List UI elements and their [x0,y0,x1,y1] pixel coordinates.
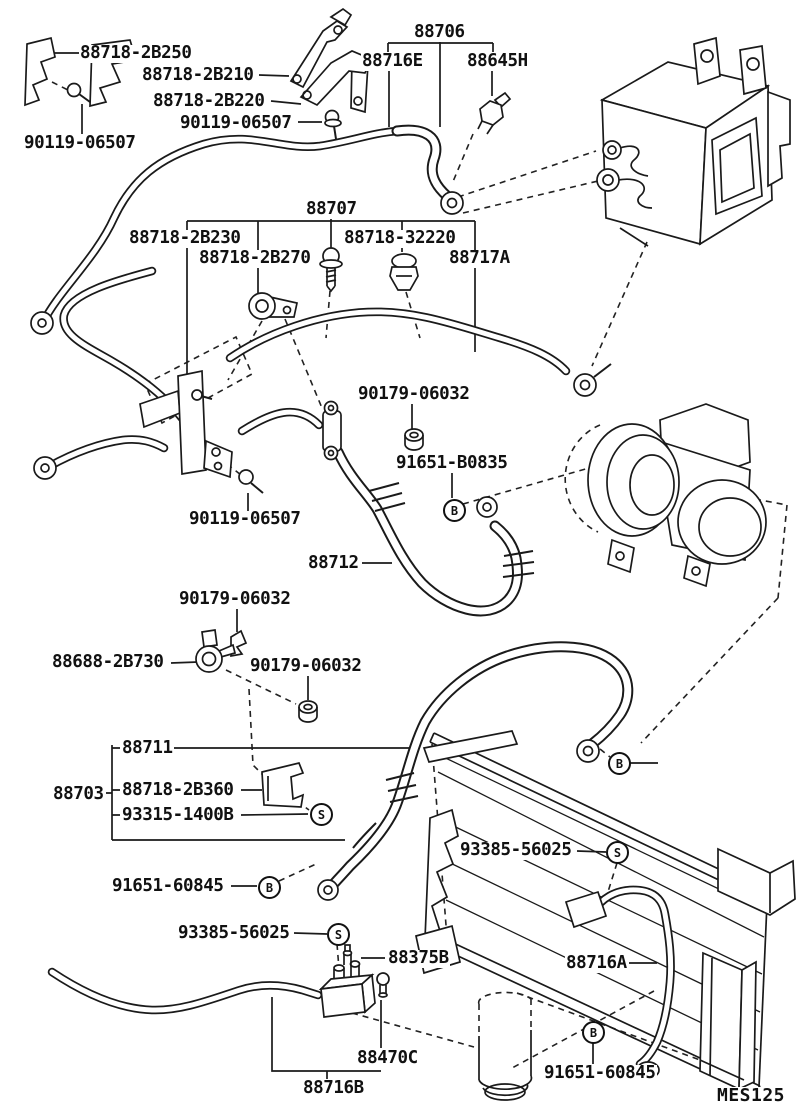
callout-letter-b: B [443,499,466,522]
callout-letter-b: B [608,752,631,775]
part-number-label: 90179-06032 [249,656,363,676]
part-number-label: 88375B [387,948,450,968]
part-number-label: 88716E [361,51,424,71]
callout-letter-b: B [258,876,281,899]
part-number-label: 90119-06507 [179,113,293,133]
part-number-label: 88716B [302,1078,365,1098]
part-number-label: 93385-56025 [459,840,573,860]
part-number-label: 88718-2B360 [121,780,235,800]
callout-letter-s: S [310,803,333,826]
part-number-label: 88717A [448,248,511,268]
part-number-label: 90119-06507 [23,133,137,153]
pipes-and-hoses [39,124,675,1069]
part-number-label: 90179-06032 [357,384,471,404]
callout-letter-s: S [327,923,350,946]
part-number-label: 88706 [413,22,466,42]
part-number-label: 88716A [565,953,628,973]
part-number-label: 88718-2B230 [128,228,242,248]
hardware-parts [24,7,660,1101]
figure-code: MES125 [717,1085,786,1106]
part-number-label: 91651-B0835 [395,453,509,473]
part-number-label: 88718-2B220 [152,91,266,111]
part-number-label: 91651-60845 [543,1063,657,1083]
part-number-label: 88688-2B730 [51,652,165,672]
compressor [587,403,767,588]
condenser-assembly [414,730,796,1096]
part-number-label: 88470C [356,1048,419,1068]
part-number-label: 93315-1400B [121,805,235,825]
callout-letter-s: S [606,841,629,864]
part-number-label: 88712 [307,553,360,573]
evaporator-unit [596,36,791,247]
callout-letter-b: B [582,1021,605,1044]
part-number-label: 93385-56025 [177,923,291,943]
part-number-label: 88718-2B210 [141,65,255,85]
part-number-label: 90179-06032 [178,589,292,609]
part-number-label: 88718-2B270 [198,248,312,268]
part-number-label: 88645H [466,51,529,71]
part-number-label: 90119-06507 [188,509,302,529]
part-number-label: 91651-60845 [111,876,225,896]
part-number-label: 88703 [52,784,105,804]
part-number-label: 88707 [305,199,358,219]
part-number-label: 88718-32220 [343,228,457,248]
part-number-label: 88718-2B250 [79,43,193,63]
part-number-label: 88711 [121,738,174,758]
